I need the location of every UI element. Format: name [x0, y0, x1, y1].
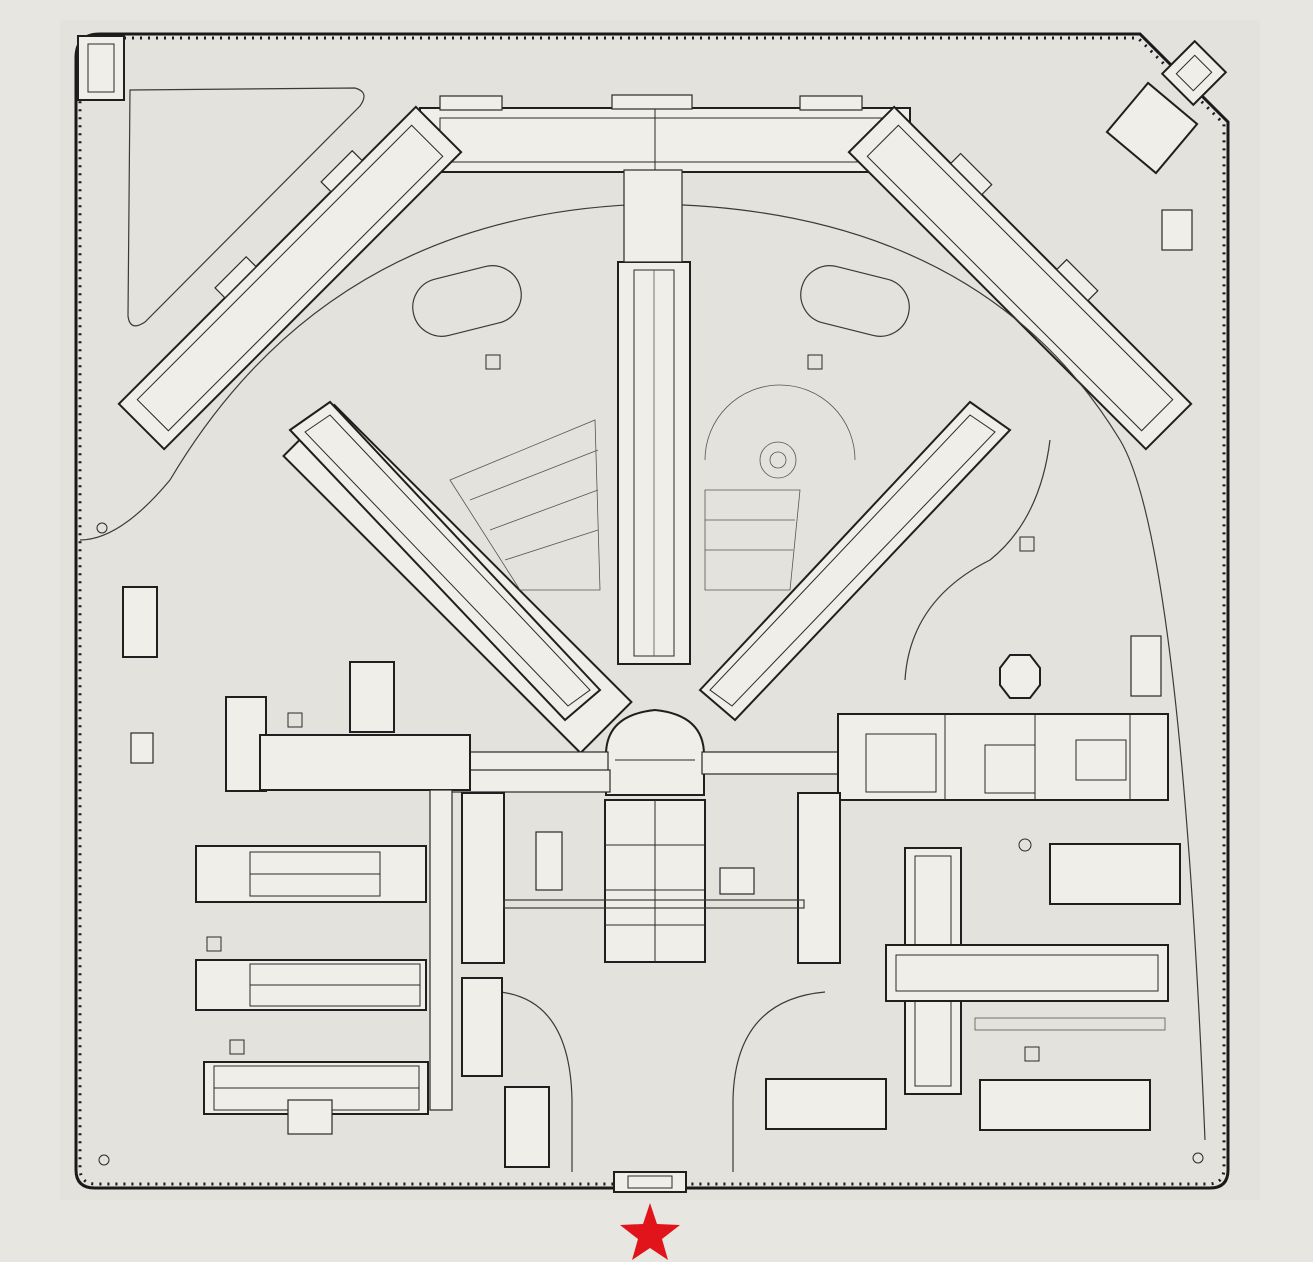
cell-wing-west — [288, 400, 602, 722]
west-block-c — [349, 661, 395, 733]
west-connector — [429, 789, 453, 1111]
oval-yard-east — [800, 265, 910, 337]
workshop-block-northeast — [847, 105, 1193, 451]
east-workshop — [1049, 843, 1181, 905]
guard-house-northwest — [77, 35, 125, 101]
cell-wing-north — [617, 169, 691, 665]
east-yard-outline — [974, 1017, 1166, 1031]
northeast-outbuilding — [1105, 81, 1199, 175]
guard-house-northeast — [1160, 39, 1228, 107]
forecourt-east-curve — [732, 991, 826, 1172]
east-cross-wing — [885, 847, 1169, 1095]
west-dormitory-3 — [203, 1061, 429, 1135]
garden-plots-east — [704, 489, 801, 591]
service-blocks-central — [461, 792, 841, 964]
wells — [96, 354, 1204, 1166]
east-small-block — [1161, 209, 1193, 251]
cell-wing-east — [698, 400, 1012, 722]
workshop-block-northwest — [117, 105, 463, 451]
oval-yard-west — [412, 265, 522, 337]
west-forecourt-block — [461, 977, 503, 1077]
west-block-b — [259, 734, 471, 791]
main-gatehouse — [613, 1171, 687, 1193]
northwest-yard — [127, 87, 365, 327]
west-outbuilding-b — [130, 732, 154, 764]
ring-road-east-branch — [904, 439, 1051, 681]
gate-lodge — [504, 1086, 550, 1168]
workshop-block-north — [419, 94, 911, 173]
forecourt-west-curve — [499, 991, 573, 1172]
red-star-icon — [620, 1203, 680, 1260]
spiral-garden — [704, 384, 856, 479]
administration-building — [837, 635, 1169, 801]
west-outbuilding-a — [122, 586, 158, 658]
garden-plots-west — [449, 419, 601, 591]
west-dormitory-1 — [195, 845, 427, 903]
east-long-block-south-b — [979, 1079, 1151, 1131]
ring-road — [79, 203, 1206, 1141]
west-dormitory-2 — [195, 959, 427, 1011]
octagonal-pavilion — [999, 654, 1041, 699]
east-long-block-south-a — [765, 1078, 887, 1130]
central-hub — [605, 708, 705, 796]
